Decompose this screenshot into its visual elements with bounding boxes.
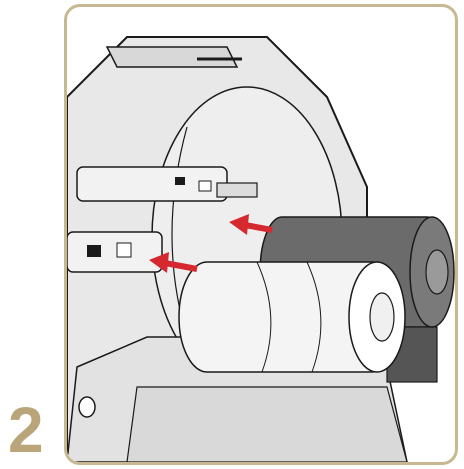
illustration-frame (64, 4, 458, 465)
ribbon-supply-arrow (229, 214, 273, 235)
media-roll (178, 261, 406, 373)
chassis-knob (78, 396, 96, 418)
base-plate (126, 386, 408, 462)
step-number: 2 (8, 394, 44, 466)
printer-illustration (67, 36, 455, 462)
ribbon-supply-spindle (76, 166, 258, 202)
hinge-bar (105, 46, 239, 68)
media-supply-arrow (149, 252, 198, 273)
media-supply-spindle (67, 231, 163, 273)
